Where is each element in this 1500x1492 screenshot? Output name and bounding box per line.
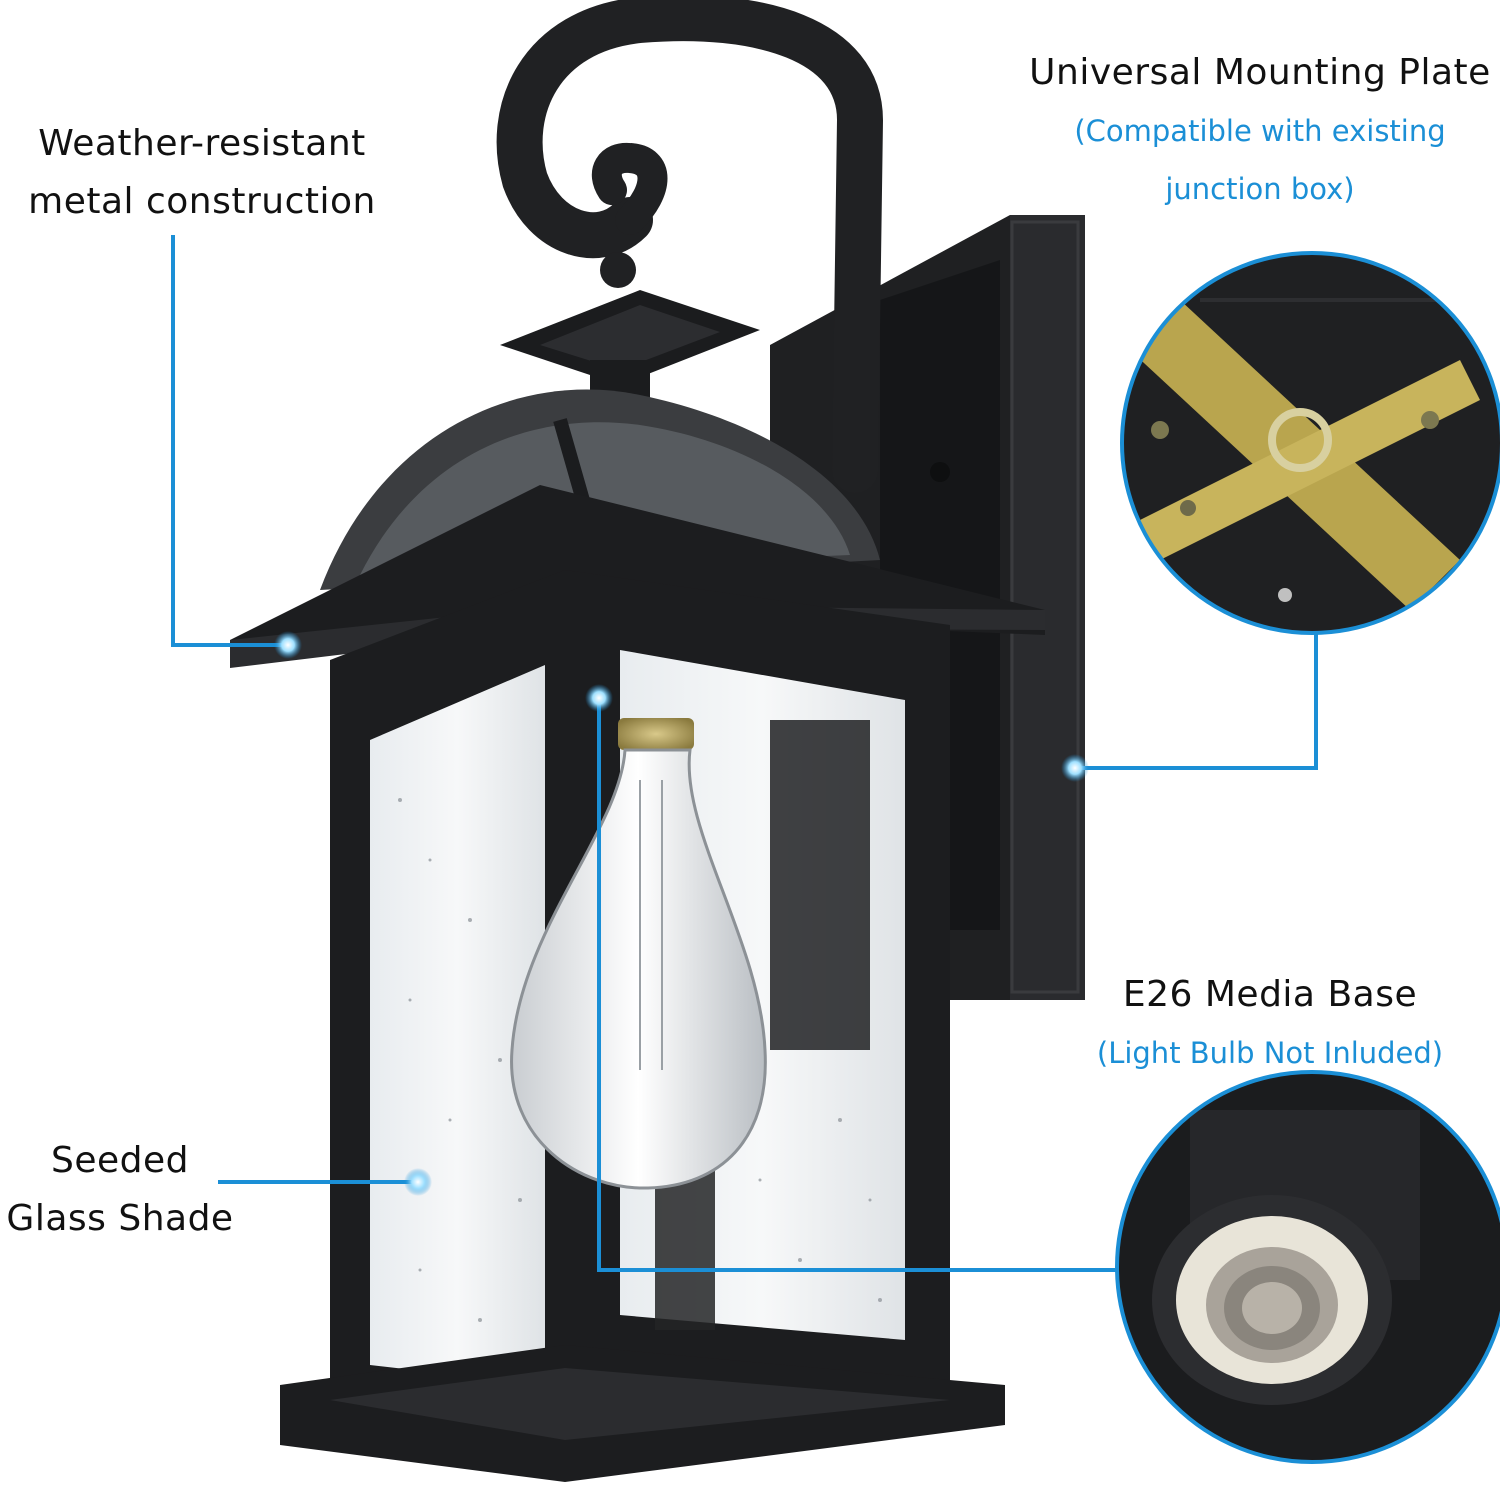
leader-lines <box>171 235 1318 1272</box>
callout-weather-resistant: Weather-resistant metal construction <box>22 115 382 231</box>
lantern-finial <box>500 290 760 405</box>
callout-seeded-line1: Seeded <box>51 1140 189 1181</box>
callout-e26-title: E26 Media Base <box>1122 974 1418 1015</box>
mounting-plate-inset <box>1120 251 1500 635</box>
glowing-dot-icon <box>1061 754 1089 782</box>
callout-e26-base: E26 Media Base (Light Bulb Not Inluded) <box>1040 966 1500 1082</box>
callout-weather-line2: metal construction <box>28 181 376 222</box>
leader-dots <box>274 631 1089 1196</box>
callout-e26-sub: (Light Bulb Not Inluded) <box>1096 1036 1444 1070</box>
callout-mounting-title: Universal Mounting Plate <box>1029 52 1491 93</box>
callout-mounting-plate: Universal Mounting Plate (Compatible wit… <box>1020 44 1500 218</box>
callout-weather-line1: Weather-resistant <box>38 123 366 164</box>
callout-seeded-line2: Glass Shade <box>6 1198 234 1239</box>
e26-base-inset <box>1115 1070 1500 1464</box>
left-glass-pane <box>370 665 545 1385</box>
callout-mounting-sub1: (Compatible with existing <box>1074 114 1446 148</box>
glowing-dot-icon <box>274 631 302 659</box>
callout-mounting-sub2: junction box) <box>1165 172 1355 206</box>
scroll-arm <box>496 0 884 493</box>
callout-seeded-glass: Seeded Glass Shade <box>0 1132 240 1248</box>
edison-bulb <box>510 718 767 1190</box>
lantern-body <box>280 570 1005 1482</box>
glowing-dot-icon <box>404 1168 432 1196</box>
glowing-dot-icon <box>585 684 613 712</box>
